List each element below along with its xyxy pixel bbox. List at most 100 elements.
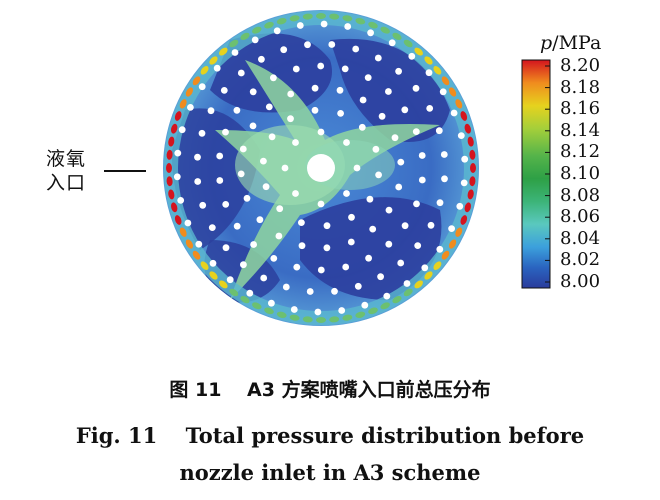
rim-spot [200, 66, 209, 75]
rim-spot [219, 280, 228, 289]
rim-spot [168, 189, 175, 200]
nozzle-hole [425, 69, 433, 77]
nozzle-hole [413, 200, 420, 208]
colorbar-unit: /MPa [552, 32, 602, 54]
nozzle-hole [290, 306, 298, 313]
nozzle-hole [265, 103, 273, 111]
rim-spot [166, 163, 172, 173]
nozzle-hole [320, 20, 328, 28]
nozzle-hole [292, 65, 300, 73]
nozzle-hole [418, 152, 426, 159]
nozzle-hole [213, 64, 221, 72]
caption-english-line2: nozzle inlet in A3 scheme [179, 460, 481, 485]
rim-spot [276, 18, 287, 25]
rim-spot [470, 163, 476, 173]
rim-spot [302, 13, 313, 20]
nozzle-hole [343, 190, 350, 197]
nozzle-hole [395, 67, 402, 75]
nozzle-hole [199, 201, 207, 209]
rim-spot [448, 87, 457, 97]
rim-spot [229, 288, 239, 297]
rim-pressure-spots [166, 13, 476, 323]
rim-spot [229, 39, 239, 48]
rim-spot [192, 76, 201, 86]
nozzle-hole [226, 276, 234, 284]
inlet-label-line1: 液氧 [46, 148, 87, 170]
nozzle-hole [178, 126, 186, 134]
rim-spot [403, 288, 413, 297]
nozzle-hole [414, 242, 422, 250]
nozzle-hole [304, 41, 311, 49]
nozzle-hole [311, 84, 319, 92]
nozzle-hole [287, 90, 295, 98]
nozzle-hole [344, 23, 352, 30]
nozzle-hole [231, 49, 239, 56]
nozzle-hole [385, 240, 393, 248]
rim-spot [240, 32, 250, 41]
nozzle-hole [383, 292, 391, 300]
rim-spot [342, 15, 353, 22]
rim-spot [240, 295, 250, 304]
nozzle-hole [317, 62, 325, 70]
nozzle-hole [336, 86, 344, 94]
nozzle-hole [276, 205, 284, 213]
rim-spot [368, 21, 378, 29]
rim-spot [289, 314, 300, 321]
nozzle-hole [401, 222, 409, 230]
nozzle-hole [260, 274, 268, 282]
nozzle-hole [268, 299, 275, 307]
nozzle-hole [194, 153, 201, 161]
rim-spot [414, 47, 423, 56]
rim-spot [424, 56, 433, 65]
rim-spot [329, 316, 340, 323]
rim-spot [368, 307, 378, 315]
nozzle-hole [328, 41, 336, 48]
nozzle-hole [298, 242, 306, 250]
nozzle-hole [461, 155, 469, 163]
rim-spot [441, 76, 450, 86]
rim-spot [179, 99, 187, 109]
rim-spot [380, 302, 390, 310]
rim-spot [380, 26, 390, 34]
rim-spot [464, 202, 471, 213]
rim-spot [460, 215, 468, 225]
nozzle-hole [436, 199, 444, 207]
colorbar-tick-label: 8.00 [560, 271, 601, 292]
nozzle-hole [378, 112, 386, 120]
nozzle-hole [273, 27, 281, 35]
colorbar-tick-label: 8.16 [560, 98, 601, 120]
nozzle-hole [281, 164, 289, 172]
nozzle-hole [222, 244, 230, 252]
rim-spot [342, 314, 353, 321]
nozzle-hole [377, 273, 384, 281]
nozzle-hole [439, 88, 447, 96]
colorbar-variable: p [540, 32, 553, 54]
colorbar-tick-label: 8.06 [560, 206, 601, 228]
nozzle-hole [240, 261, 247, 269]
nozzle-hole [209, 259, 217, 267]
rim-spot [289, 15, 300, 22]
nozzle-hole [198, 83, 206, 91]
nozzle-hole [385, 88, 392, 95]
nozzle-hole [270, 74, 277, 82]
nozzle-hole [435, 127, 443, 135]
nozzle-hole [359, 96, 367, 104]
rim-spot [171, 123, 178, 134]
rim-spot [192, 250, 201, 260]
nozzle-hole [246, 289, 254, 297]
nozzle-hole [296, 22, 304, 29]
nozzle-hole [268, 133, 276, 141]
rim-spot [166, 176, 173, 187]
rim-spot [179, 227, 187, 237]
nozzle-hole [352, 45, 360, 53]
rim-spot [329, 13, 340, 20]
nozzle-hole [237, 69, 245, 77]
rim-spot [174, 111, 182, 121]
nozzle-hole [354, 282, 362, 290]
nozzle-hole [427, 221, 435, 229]
nozzle-hole [306, 288, 314, 295]
colorbar-tick-label: 8.12 [560, 141, 601, 163]
nozzle-hole [311, 106, 319, 114]
rim-spot [355, 311, 366, 318]
